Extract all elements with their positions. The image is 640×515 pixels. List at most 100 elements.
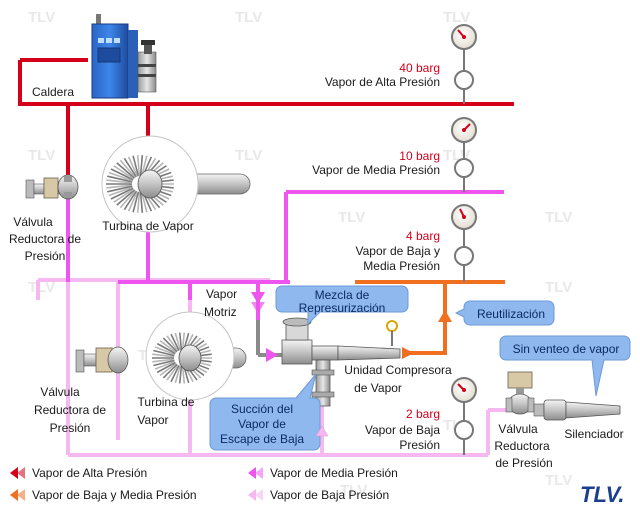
turbine-blade [107,175,133,183]
turbine-blade [136,155,141,177]
turbine-blade [116,189,136,206]
legend-item-medium: Vapor de Media Presión [248,466,398,480]
tlv-logo-text: TLV. [580,482,624,507]
turbine-blade [106,179,133,184]
turbine-blade [139,155,144,177]
turbine-blade [159,340,177,354]
watermark: TLV [443,9,470,26]
watermark: TLV [235,9,262,26]
callout-suction-line3: Escape de Baja [220,432,304,446]
pressure-reducing-valve-1 [25,174,79,200]
turbine-blade [110,168,134,181]
callout-reuse-text: Reutilización [477,307,545,321]
turbine-blade [181,332,186,351]
turbine2-label-1: Turbina de [138,395,195,409]
medium-steam-label: Vapor de Media Presión [312,163,440,177]
turbine-blade [136,191,141,213]
pressure-label-2: 2 barg [406,407,440,421]
turbine-blade [152,358,175,363]
watermark: TLV [545,279,572,296]
low-medium-pipes [355,280,505,359]
prv1-label-3: Presión [25,249,66,263]
turbine-blade [170,333,180,351]
turbine-blade [113,188,135,203]
legend-high-label: Vapor de Alta Presión [32,466,147,480]
boiler-label: Caldera [32,85,74,99]
turbine-blade [153,359,175,367]
callout-suction-line2: Vapor de [238,417,286,431]
turbine-blade [153,349,175,357]
turbine-blade [119,190,136,209]
steam-compressor-unit [281,317,401,407]
steam-turbine-2 [145,311,247,401]
callout-suction: Succión del Vapor de Escape de Baja [209,373,321,451]
turbine-blade [156,361,176,374]
turbine-blade [107,185,133,193]
motive-steam-pipe [251,292,282,362]
boiler [91,14,157,99]
turbine-blade [162,363,178,379]
prv3-label-3: de Presión [495,456,552,470]
turbine-blade [154,346,176,356]
turbine-blade [162,337,178,353]
low-steam-label-2: Presión [399,438,440,452]
watermark: TLV [28,279,55,296]
turbine-blade [108,186,133,197]
motive-steam-label-2: Motriz [204,305,237,319]
turbine-blade [154,360,176,370]
turbine2-label-2: Vapor [137,413,168,427]
steam-turbine-1 [101,135,251,233]
turbine-blade [170,365,180,383]
high-steam-label: Vapor de Alta Presión [325,75,440,89]
pressure-label-10: 10 barg [399,149,440,163]
legend: Vapor de Alta Presión Vapor de Media Pre… [10,466,398,502]
pressure-gauge-4 [451,204,477,282]
turbine-blade [113,165,135,180]
turbine-blade [123,190,137,211]
legend-medium-label: Vapor de Media Presión [270,466,398,480]
callout-no-vent: Sin venteo de vapor [499,335,631,397]
pressure-gauge-40 [451,24,477,104]
callout-suction-line1: Succión del [231,402,293,416]
watermark: TLV [340,482,367,499]
prv3-label-1: Válvula [498,422,538,436]
pressure-gauge-10 [451,117,477,192]
prv2-label-1: Válvula [40,385,80,399]
callout-no-vent-text: Sin venteo de vapor [513,342,620,356]
legend-item-high: Vapor de Alta Presión [10,466,147,480]
legend-low-medium-label: Vapor de Baja y Media Presión [32,488,197,502]
pressure-reducing-valve-3 [505,371,535,415]
prv2-label-3: Presión [50,421,91,435]
turbine-blade [119,159,136,178]
turbine-blade [166,335,179,352]
turbine-blade [178,365,183,384]
turbine-blade [132,155,140,177]
pressure-label-4: 4 barg [406,229,440,243]
compressor-label-1: Unidad Compresora [344,363,452,377]
prv1-label-1: Válvula [13,215,53,229]
pressure-label-40: 40 barg [399,61,440,75]
turbine-blade [127,156,139,177]
legend-item-low-medium: Vapor de Baja y Media Presión [10,488,197,502]
medium-pressure-pipes [66,190,504,322]
turbine-blade [174,365,181,384]
prv2-label-2: Reductora de [34,403,106,417]
compressor-label-2: de Vapor [354,381,402,395]
watermark: TLV [545,472,572,489]
turbine-blade [127,191,139,212]
silencer [533,399,621,421]
turbine-blade [174,332,181,351]
callout-mixing-line1: Mezcla de [315,288,370,302]
prv3-label-2: Reductora [494,439,550,453]
pressure-gauge-2 [451,377,477,455]
callout-mixing: Mezcla de Represurización [275,285,409,326]
silencer-label: Silenciador [564,427,623,441]
turbine-blade [106,184,133,189]
callout-reuse: Reutilización [454,300,555,326]
turbine-blade [181,365,186,384]
low-medium-steam-label-1: Vapor de Baja y [356,244,441,258]
pressure-reducing-valve-2 [75,346,129,374]
turbine-blade [166,364,179,381]
tlv-logo: TLV. [580,482,624,507]
